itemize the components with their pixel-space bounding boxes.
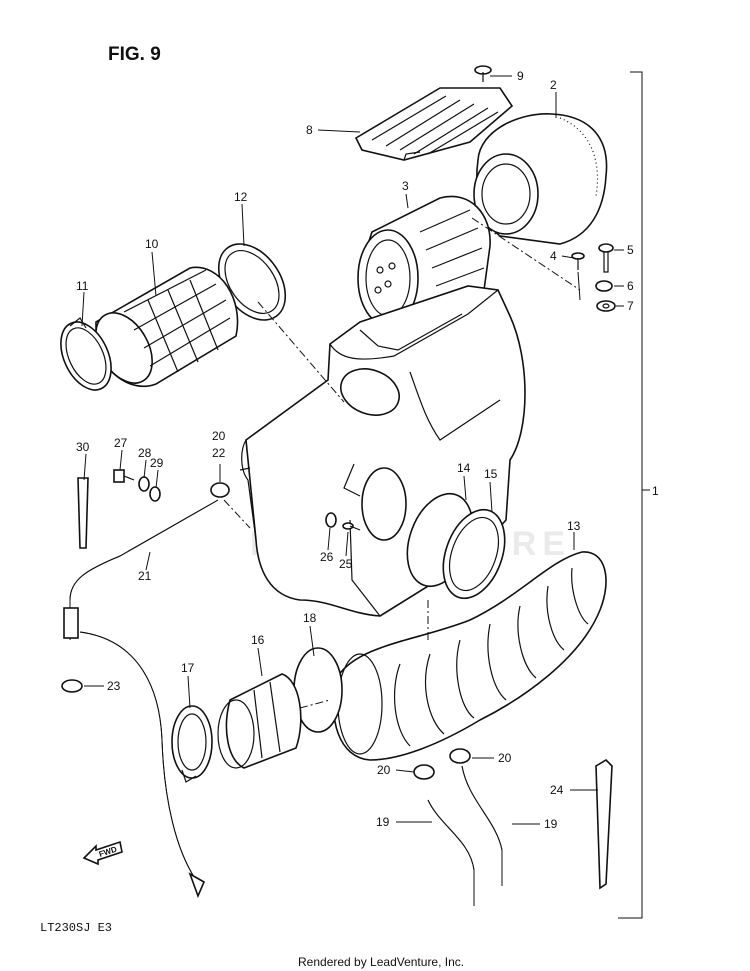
part-hose-clamp-11 <box>60 317 112 391</box>
callout-9: 9 <box>517 69 524 83</box>
model-code: LT230SJ E3 <box>40 921 112 935</box>
callout-17: 17 <box>181 661 195 675</box>
part-clamp-23 <box>61 679 83 693</box>
callout-18: 18 <box>303 611 317 625</box>
callout-19-left: 19 <box>376 815 390 829</box>
callout-20-lower-right: 20 <box>498 751 512 765</box>
part-connector-16 <box>217 673 302 769</box>
callout-13: 13 <box>567 519 581 533</box>
callout-8: 8 <box>306 123 313 137</box>
part-hose-19b <box>461 765 503 886</box>
callout-25: 25 <box>339 557 353 571</box>
part-bolt-27 <box>113 469 135 483</box>
callout-29: 29 <box>150 456 164 470</box>
callout-30: 30 <box>76 440 90 454</box>
leader-lines <box>81 75 624 825</box>
callout-15: 15 <box>484 467 498 481</box>
callout-2: 2 <box>550 78 557 92</box>
callout-3: 3 <box>402 179 409 193</box>
callout-24: 24 <box>550 783 564 797</box>
part-clamp-15 <box>442 508 506 600</box>
callout-14: 14 <box>457 461 471 475</box>
callout-7: 7 <box>627 299 634 313</box>
callout-5: 5 <box>627 243 634 257</box>
part-nut-6 <box>595 280 613 292</box>
part-screw-5 <box>598 243 614 273</box>
part-hose-19a <box>427 799 475 906</box>
callout-27: 27 <box>114 436 128 450</box>
footer-credit: Rendered by LeadVenture, Inc. <box>298 955 464 969</box>
callout-26: 26 <box>320 550 334 564</box>
part-screw-25 <box>342 522 361 531</box>
callout-4: 4 <box>550 249 557 263</box>
callout-12: 12 <box>234 190 248 204</box>
callout-6: 6 <box>627 279 634 293</box>
fwd-arrow-icon: FWD <box>82 840 123 866</box>
callout-19-right: 19 <box>544 817 558 831</box>
callout-11: 11 <box>76 279 89 293</box>
part-washer-28 <box>138 476 150 492</box>
callout-21: 21 <box>138 569 152 583</box>
callout-28: 28 <box>138 446 152 460</box>
callouts: 1 2 3 4 5 6 7 8 9 10 11 12 13 14 15 16 1… <box>76 69 659 831</box>
part-washer-29 <box>149 486 161 502</box>
part-bracket-30 <box>77 477 89 549</box>
part-clamp-22 <box>210 482 230 498</box>
part-strap-24 <box>595 758 613 890</box>
part-clamp-17 <box>171 705 213 783</box>
figure-title: FIG. 9 <box>108 44 161 65</box>
callout-22: 22 <box>212 446 226 460</box>
part-washer-26 <box>325 512 337 528</box>
part-clamp-20b <box>449 748 471 764</box>
callout-10: 10 <box>145 237 159 251</box>
part-screw-9 <box>474 65 492 82</box>
part-foam-element <box>473 113 608 245</box>
callout-23: 23 <box>107 679 121 693</box>
callout-20-upper: 20 <box>212 429 226 443</box>
part-air-cleaner-cap <box>354 87 514 161</box>
assembly-bracket <box>618 71 650 919</box>
part-screw-4 <box>571 252 585 270</box>
part-washer-7 <box>596 300 616 312</box>
callout-20-lower-left: 20 <box>377 763 391 777</box>
part-outlet-duct <box>332 551 607 761</box>
part-clamp-20a <box>413 764 435 780</box>
callout-16: 16 <box>251 633 265 647</box>
alignment-lines <box>223 217 581 709</box>
part-drain-hose <box>63 499 219 899</box>
callout-1: 1 <box>652 484 659 498</box>
